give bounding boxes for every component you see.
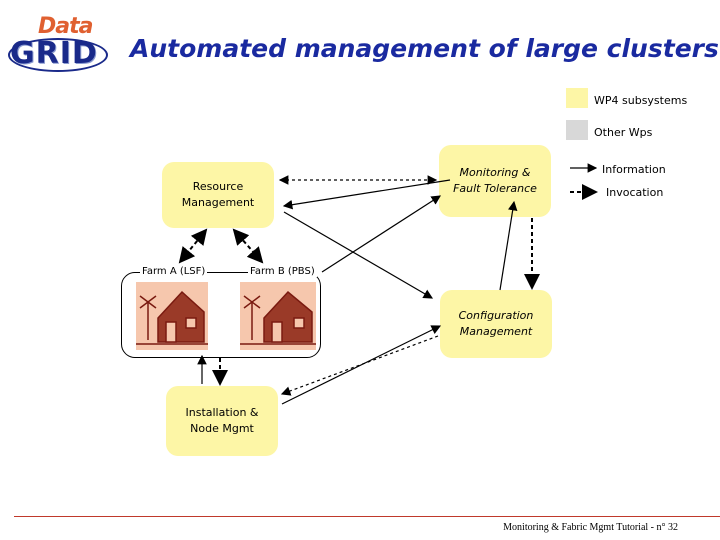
legend-label-information: Information xyxy=(602,163,666,176)
footer-rule xyxy=(14,516,720,517)
configuration-management-box: Configuration Management xyxy=(440,290,552,358)
page-title: Automated management of large clusters xyxy=(130,34,719,63)
farmhouse-icon xyxy=(136,290,208,345)
installation-to-config-arrow xyxy=(281,325,442,405)
resource-to-config-arrow xyxy=(283,211,434,299)
farm-b-image xyxy=(240,282,316,350)
monitoring-to-resource-arrow xyxy=(282,179,451,210)
legend-label-other: Other Wps xyxy=(594,126,653,139)
datagrid-logo: Data GRID xyxy=(8,14,112,74)
footer-caption: Monitoring & Fabric Mgmt Tutorial - n° 3… xyxy=(503,522,678,533)
logo-oval xyxy=(8,38,108,72)
legend-swatch-other xyxy=(566,120,588,140)
legend-swatch-wp4 xyxy=(566,88,588,108)
resource-farm-b-arrow xyxy=(232,228,264,264)
farm-a-label: Farm A (LSF) xyxy=(140,266,208,277)
resource-management-box: Resource Management xyxy=(162,162,274,228)
config-to-installation-arrow xyxy=(280,335,439,396)
monitoring-box: Monitoring & Fault Tolerance xyxy=(439,145,551,217)
legend-label-invocation: Invocation xyxy=(606,186,664,199)
resource-farm-a-arrow xyxy=(178,228,208,264)
config-to-monitoring-arrow xyxy=(499,200,518,291)
farm-a-image xyxy=(136,282,208,350)
logo-text-grid: GRID xyxy=(10,36,98,71)
legend-label-wp4: WP4 subsystems xyxy=(594,94,688,107)
logo-text-data: Data xyxy=(38,14,93,39)
farm-to-monitoring-arrow xyxy=(321,195,442,273)
farm-b-label: Farm B (PBS) xyxy=(248,266,317,277)
installation-box: Installation & Node Mgmt xyxy=(166,386,278,456)
farmhouse-icon xyxy=(240,290,316,345)
